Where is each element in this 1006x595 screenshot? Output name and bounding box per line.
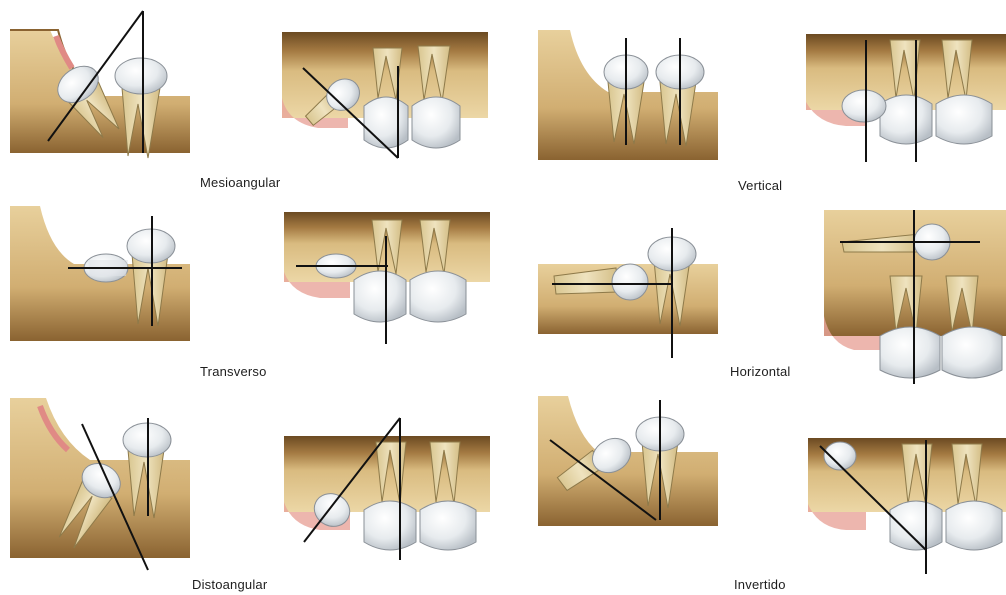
transverso-side-view bbox=[10, 206, 200, 346]
label-mesioangular: Mesioangular bbox=[200, 175, 280, 190]
label-transverso: Transverso bbox=[200, 364, 267, 379]
vertical-side-view bbox=[538, 30, 728, 170]
vertical-top-view bbox=[806, 28, 1006, 168]
label-distoangular: Distoangular bbox=[192, 577, 267, 592]
horizontal-top-view bbox=[820, 206, 1006, 386]
transverso-top-view bbox=[280, 206, 498, 346]
label-horizontal: Horizontal bbox=[730, 364, 791, 379]
invertido-side-view bbox=[538, 396, 728, 536]
mesioangular-top-view bbox=[278, 28, 498, 163]
label-vertical: Vertical bbox=[738, 178, 782, 193]
horizontal-side-view bbox=[538, 224, 728, 362]
mesioangular-side-view bbox=[10, 8, 200, 168]
label-invertido: Invertido bbox=[734, 577, 786, 592]
invertido-top-view bbox=[806, 432, 1006, 577]
distoangular-side-view bbox=[10, 398, 200, 573]
distoangular-top-view bbox=[280, 414, 498, 564]
